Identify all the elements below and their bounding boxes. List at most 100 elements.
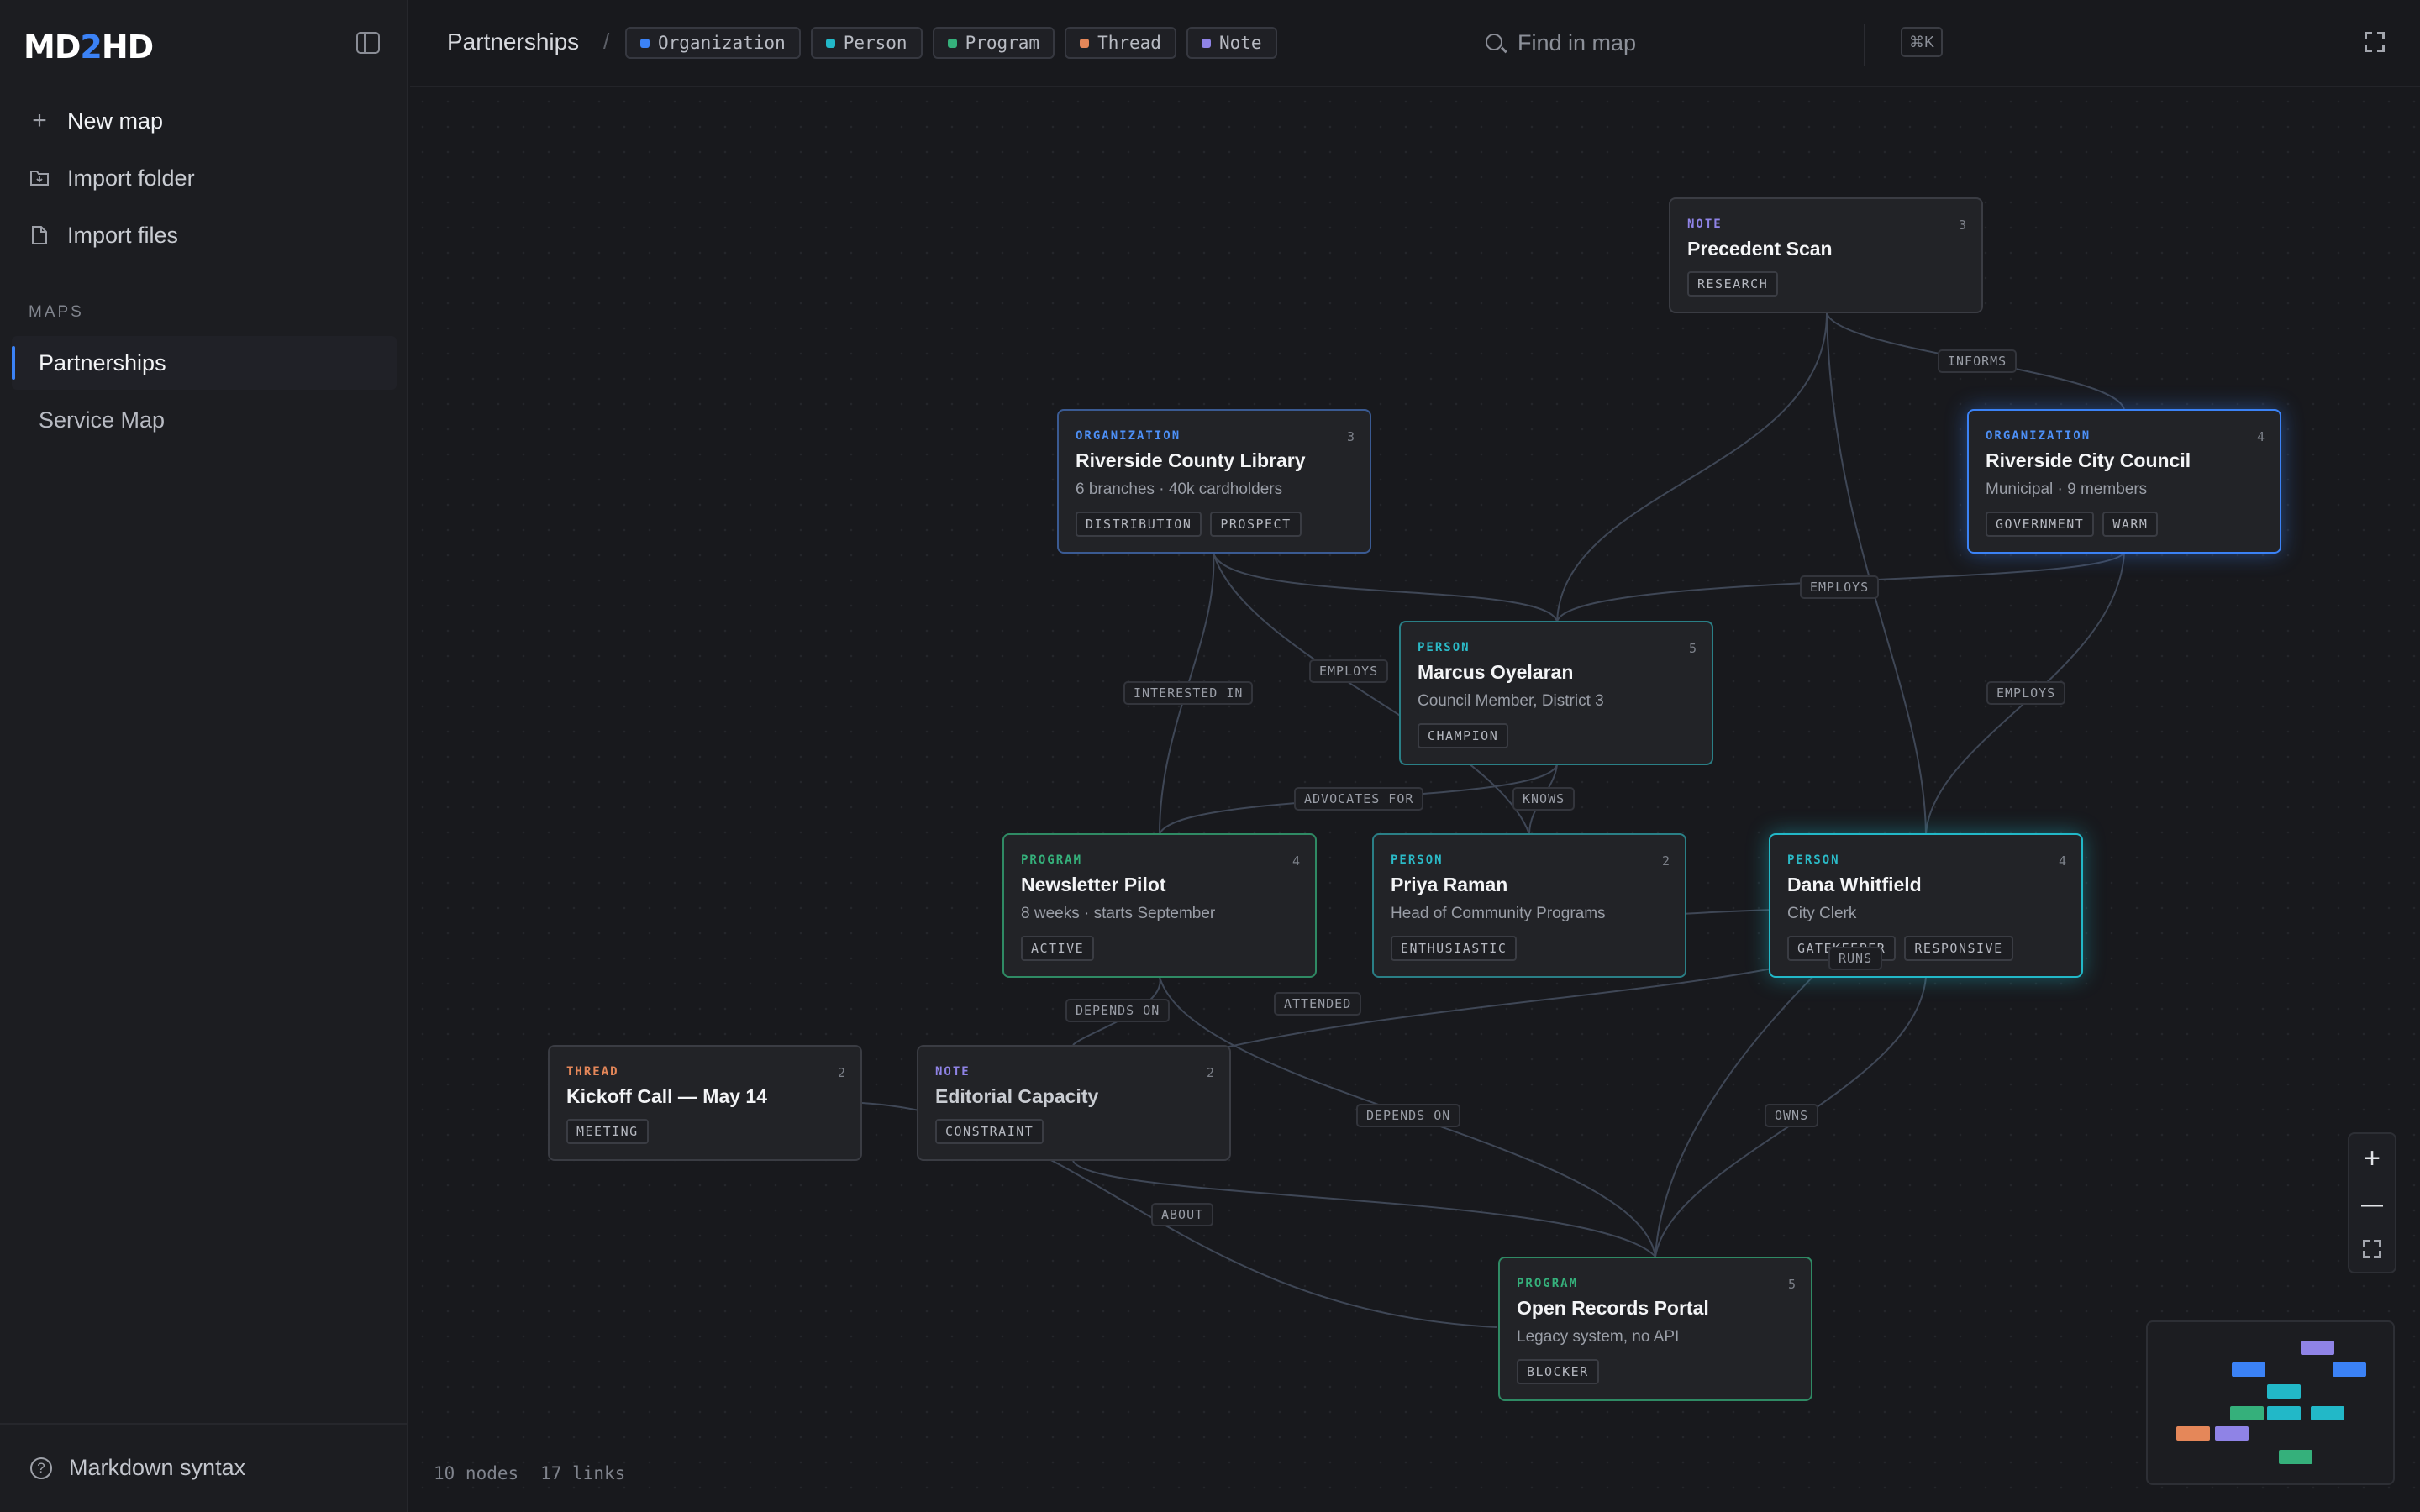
new-map-button[interactable]: + New map	[29, 104, 163, 138]
node-link-count: 4	[2058, 853, 2066, 869]
breadcrumb[interactable]: Partnerships	[447, 29, 580, 55]
node-type: PROGRAM	[1021, 853, 1083, 867]
import-files-label: Import files	[67, 222, 179, 248]
node-type: PERSON	[1787, 853, 1840, 867]
node-tag: CONSTRAINT	[935, 1119, 1044, 1144]
fit-view-icon	[2363, 1240, 2381, 1258]
edge-label[interactable]: EMPLOYS	[1800, 575, 1880, 599]
node-count: 10 nodes	[434, 1463, 519, 1483]
node-subtitle: Municipal · 9 members	[1986, 480, 2148, 498]
legend-chip-program[interactable]: Program	[932, 27, 1055, 59]
minimap[interactable]	[2146, 1320, 2395, 1485]
minimap-node	[2301, 1341, 2334, 1355]
markdown-syntax-link[interactable]: ? Markdown syntax	[30, 1455, 245, 1481]
edge-label[interactable]: DEPENDS ON	[1356, 1104, 1461, 1127]
fit-view-button[interactable]	[2349, 1226, 2395, 1272]
node-title: Dana Whitfield	[1787, 874, 1922, 895]
node-open-records-portal[interactable]: PROGRAM 5 Open Records Portal Legacy sys…	[1498, 1257, 1812, 1401]
search-input[interactable]	[1518, 27, 1870, 59]
import-files-button[interactable]: Import files	[29, 218, 178, 252]
edge-label[interactable]: DEPENDS ON	[1065, 999, 1171, 1022]
edge-label[interactable]: EMPLOYS	[1986, 681, 2066, 705]
map-item-label: Partnerships	[39, 349, 166, 375]
node-dana-whitfield[interactable]: PERSON 4 Dana Whitfield City Clerk GATEK…	[1769, 833, 2083, 978]
node-tag: GOVERNMENT	[1986, 512, 2095, 537]
import-folder-button[interactable]: Import folder	[29, 161, 195, 195]
node-subtitle: Head of Community Programs	[1391, 905, 1606, 922]
node-tag: WARM	[2102, 512, 2159, 537]
program-dot	[947, 38, 957, 48]
node-priya-raman[interactable]: PERSON 2 Priya Raman Head of Community P…	[1372, 833, 1686, 978]
map-stats: 10 nodes 17 links	[434, 1463, 625, 1483]
map-item-label: Service Map	[39, 407, 166, 433]
node-tag: ENTHUSIASTIC	[1391, 936, 1518, 961]
edge-label[interactable]: INFORMS	[1938, 349, 2018, 373]
folder-import-icon	[29, 167, 50, 189]
node-link-count: 2	[1206, 1065, 1214, 1080]
node-subtitle: 6 branches · 40k cardholders	[1076, 480, 1283, 498]
node-link-count: 5	[1688, 641, 1697, 656]
edge-label[interactable]: EMPLOYS	[1309, 659, 1389, 683]
edge-label[interactable]: ATTENDED	[1274, 992, 1362, 1016]
node-title: Kickoff Call — May 14	[566, 1085, 768, 1107]
edge-label[interactable]: INTERESTED IN	[1123, 681, 1254, 705]
zoom-in-button[interactable]: +	[2364, 1142, 2381, 1174]
edge-label[interactable]: RUNS	[1828, 947, 1883, 970]
node-subtitle: Council Member, District 3	[1418, 692, 1604, 710]
minimap-node	[2215, 1426, 2249, 1441]
node-riverside-city-council[interactable]: ORGANIZATION 4 Riverside City Council Mu…	[1967, 409, 2281, 554]
node-newsletter-pilot[interactable]: PROGRAM 4 Newsletter Pilot 8 weeks · sta…	[1002, 833, 1317, 978]
legend-chip-note[interactable]: Note	[1186, 27, 1277, 59]
organization-dot	[640, 38, 650, 48]
node-subtitle: City Clerk	[1787, 905, 1857, 922]
edge-label[interactable]: ABOUT	[1151, 1203, 1214, 1226]
edge-label[interactable]: ADVOCATES FOR	[1294, 787, 1424, 811]
node-title: Editorial Capacity	[935, 1085, 1099, 1107]
node-title: Open Records Portal	[1517, 1297, 1709, 1319]
thread-dot	[1080, 38, 1090, 48]
sidebar-toggle-icon[interactable]	[356, 32, 380, 54]
fullscreen-icon[interactable]	[2365, 32, 2385, 52]
sidebar: MD2HD + New map Import folder Import fil…	[0, 0, 408, 1512]
node-subtitle: 8 weeks · starts September	[1021, 905, 1216, 922]
node-type: PERSON	[1418, 641, 1470, 654]
node-type: THREAD	[566, 1065, 619, 1079]
map-item-partnerships[interactable]: Partnerships	[12, 336, 397, 390]
app-logo[interactable]: MD2HD	[24, 29, 154, 66]
import-folder-label: Import folder	[67, 165, 195, 191]
edge-label[interactable]: OWNS	[1765, 1104, 1819, 1127]
maps-section-heading: MAPS	[29, 303, 84, 321]
node-link-count: 3	[1958, 218, 1966, 233]
node-tag: BLOCKER	[1517, 1359, 1599, 1384]
minimap-node	[2267, 1384, 2301, 1399]
legend-chip-organization[interactable]: Organization	[625, 27, 801, 59]
map-item-service-map[interactable]: Service Map	[12, 393, 397, 447]
minimap-node	[2333, 1362, 2366, 1377]
sidebar-footer: ? Markdown syntax	[0, 1423, 407, 1512]
node-tag: ACTIVE	[1021, 936, 1095, 961]
plus-icon: +	[32, 107, 47, 134]
node-title: Riverside City Council	[1986, 449, 2191, 471]
node-type: NOTE	[935, 1065, 971, 1079]
node-precedent-scan[interactable]: NOTE 3 Precedent Scan RESEARCH	[1669, 197, 1983, 313]
node-marcus-oyelaran[interactable]: PERSON 5 Marcus Oyelaran Council Member,…	[1399, 621, 1713, 765]
node-link-count: 4	[2256, 429, 2265, 444]
zoom-out-button[interactable]: —	[2361, 1190, 2383, 1216]
node-type: ORGANIZATION	[1076, 429, 1181, 443]
node-type: ORGANIZATION	[1986, 429, 2091, 443]
node-title: Precedent Scan	[1687, 238, 1833, 260]
legend-chip-person[interactable]: Person	[810, 27, 923, 59]
note-dot	[1201, 38, 1211, 48]
type-legend: Organization Person Program Thread Note	[625, 27, 1277, 59]
node-type: PERSON	[1391, 853, 1444, 867]
node-editorial-capacity[interactable]: NOTE 2 Editorial Capacity CONSTRAINT	[917, 1045, 1231, 1161]
new-map-label: New map	[67, 108, 164, 134]
legend-chip-thread[interactable]: Thread	[1065, 27, 1176, 59]
node-kickoff-call[interactable]: THREAD 2 Kickoff Call — May 14 MEETING	[548, 1045, 862, 1161]
person-dot	[825, 38, 835, 48]
node-riverside-county-library[interactable]: ORGANIZATION 3 Riverside County Library …	[1057, 409, 1371, 554]
zoom-controls: + —	[2348, 1132, 2396, 1273]
node-link-count: 3	[1346, 429, 1355, 444]
node-tag: MEETING	[566, 1119, 649, 1144]
edge-label[interactable]: KNOWS	[1512, 787, 1576, 811]
